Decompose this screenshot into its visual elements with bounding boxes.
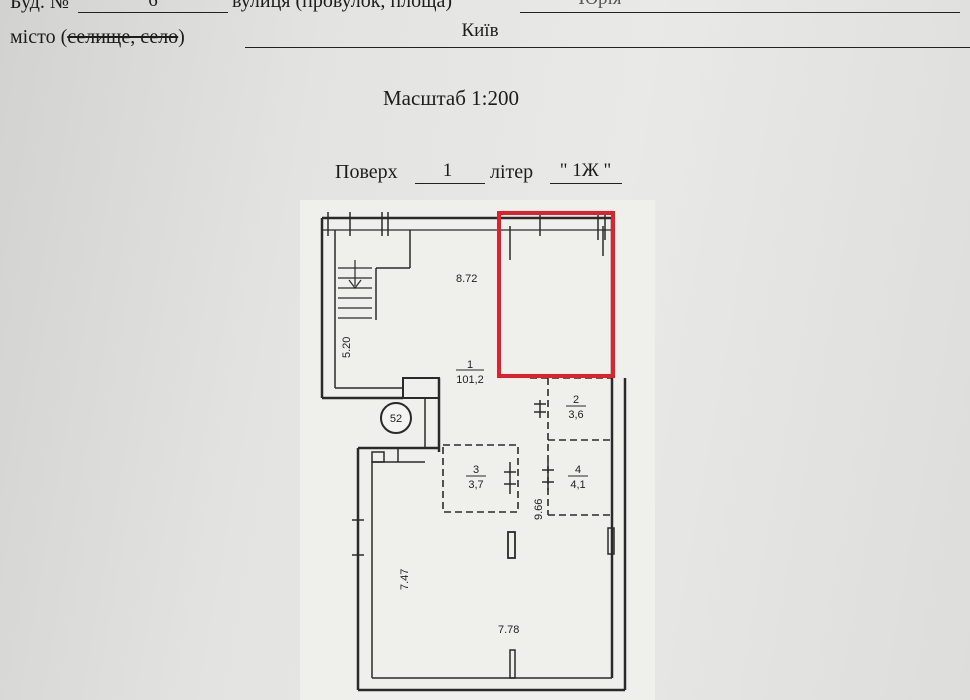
room-3-area: 3,7 [468,479,483,491]
dim-bottom: 7.78 [498,624,519,636]
room-2-number: 2 [573,394,579,406]
city-value: Київ [461,20,499,41]
room-4-number: 4 [575,464,581,476]
stairs [338,260,372,319]
highlighted-area [497,211,615,378]
room-2-area: 3,6 [568,409,583,421]
street-label: вулиця (провулок, площа) [232,0,453,12]
door-marks [352,400,554,570]
letter-line [550,183,622,184]
dim-top-area: 8.72 [456,273,477,285]
street-line [520,12,960,13]
letter-label: літер [490,161,534,183]
floor-number: 1 [442,160,453,181]
scale-text: Масштаб 1:200 [383,86,520,110]
corner-box [371,451,385,463]
room-1-number: 1 [467,359,473,371]
bottom-column [509,649,516,679]
street-value: Юрія [540,0,660,10]
room-1-area: 101,2 [456,374,484,386]
building-number-line [78,12,228,13]
city-label: місто (селище, село) [10,26,185,49]
city-label-suffix: ) [178,26,185,48]
dim-right: 9.66 [533,499,545,520]
plan-walls [320,216,627,692]
building-number-value: 6 [148,0,158,11]
room-3-number: 3 [473,464,479,476]
city-label-prefix: місто ( [10,26,68,48]
right-column [607,527,615,555]
floor-number-line [415,183,485,184]
letter-value: " 1Ж " [559,160,612,181]
room-4-area: 4,1 [570,479,585,491]
section-marker-text: 52 [390,413,402,425]
dim-left: 7.47 [399,569,411,590]
dim-stairs: 5.20 [341,337,353,358]
city-line [245,47,970,48]
section-marker [380,402,412,434]
floor-label: Поверх [335,161,398,183]
column [507,531,516,559]
plan-paper-area [300,200,655,700]
city-label-struck: селище, село [67,26,179,48]
building-label: Буд. № [10,0,69,13]
